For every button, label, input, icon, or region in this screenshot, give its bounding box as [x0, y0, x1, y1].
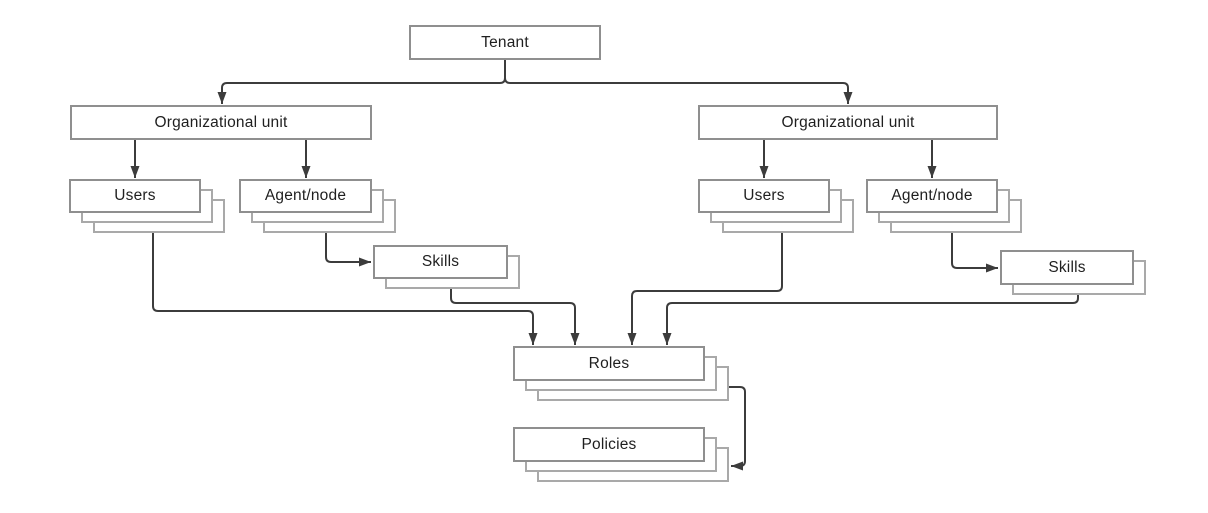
node-agent-node-left-label: Agent/node [264, 187, 347, 204]
node-organizational-unit-left-label: Organizational unit [154, 113, 288, 131]
node-skills-left: Skills [373, 245, 520, 289]
node-skills-right-label: Skills [1048, 258, 1086, 276]
node-policies-label: Policies [581, 435, 637, 453]
node-roles: Roles [513, 346, 729, 401]
node-agent-node-left: Agent/node [239, 179, 396, 233]
node-policies: Policies [513, 427, 729, 482]
edge-tenant-ou-right [504, 60, 853, 104]
node-skills-left-label: Skills [421, 253, 460, 270]
edge-tenant-ou-left [217, 60, 506, 104]
edge-roles-policies [729, 386, 746, 471]
node-organizational-unit-right: Organizational unit [698, 105, 998, 140]
node-organizational-unit-left: Organizational unit [70, 105, 372, 140]
node-tenant: Tenant [409, 25, 601, 60]
edge-skills-right-roles [662, 295, 1079, 345]
node-agent-node-right-label: Agent/node [891, 187, 973, 204]
edge-users-right-roles [627, 233, 783, 345]
node-users-right-label: Users [743, 187, 785, 204]
node-users-right: Users [698, 179, 854, 233]
node-roles-label: Roles [588, 354, 630, 372]
edge-skills-left-roles [450, 289, 580, 345]
node-agent-node-right: Agent/node [866, 179, 1022, 233]
edge-agent-right-skills-right [951, 233, 998, 273]
node-organizational-unit-right-label: Organizational unit [781, 113, 915, 131]
node-users-left-label: Users [114, 187, 156, 204]
node-tenant-label: Tenant [481, 33, 529, 51]
node-skills-right: Skills [1000, 250, 1146, 295]
edge-users-left-roles [152, 233, 538, 345]
node-users-left: Users [69, 179, 225, 233]
edge-agent-left-skills-left [325, 233, 371, 267]
